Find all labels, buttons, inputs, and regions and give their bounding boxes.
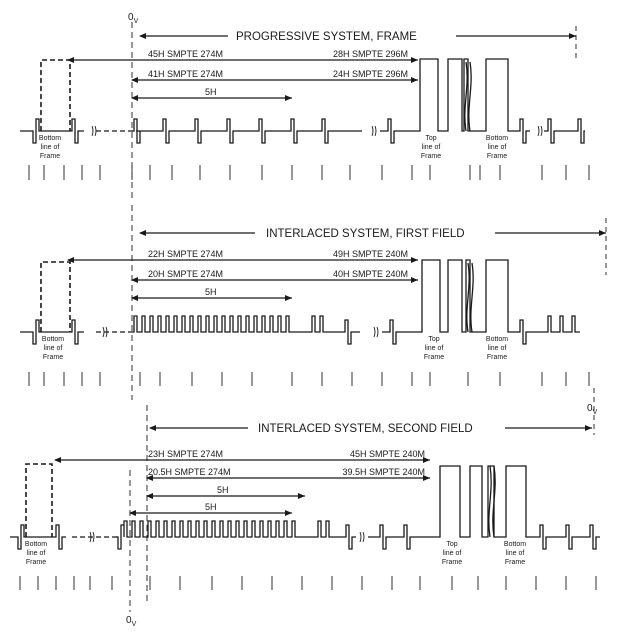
break-squiggle (466, 262, 470, 333)
origin-sub: V (593, 409, 598, 416)
break-squiggle (470, 262, 474, 333)
sync-waveform-main (132, 118, 362, 144)
span-label-5h: 5H (205, 502, 217, 512)
break-mark (94, 125, 97, 137)
frame-line-label: line of (506, 550, 525, 557)
break-mark (105, 326, 108, 338)
break-mark (92, 531, 95, 543)
frame-line-label: Bottom (486, 336, 508, 343)
bottom-line-dashed-pulse (40, 261, 71, 332)
panel-title: INTERLACED SYSTEM, FIRST FIELD (266, 228, 465, 240)
frame-line-label: Frame (40, 153, 60, 160)
origin-label-0v: 0V (587, 403, 598, 416)
break-mark (371, 125, 374, 137)
sync-waveform-pre (20, 118, 84, 144)
break-mark (374, 125, 377, 137)
sync-waveform-pre (10, 524, 66, 550)
frame-line-label: Bottom (504, 541, 526, 548)
sync-waveform-tail (544, 118, 585, 144)
break-mark (91, 125, 94, 137)
sync-waveform-mid (300, 315, 360, 345)
span-label-left: 20H SMPTE 274M (148, 269, 223, 279)
frame-line-label: line of (488, 345, 507, 352)
frame-line-label: Top (428, 336, 439, 343)
break-mark (359, 531, 362, 543)
frame-line-label: Frame (421, 153, 441, 160)
break-squiggle (492, 465, 496, 538)
frame-line-label: line of (422, 144, 441, 151)
frame-line-label: Frame (424, 354, 444, 361)
bottom-line-dashed-pulse (40, 59, 71, 131)
sync-waveform-post (382, 259, 580, 345)
frame-line-label: line of (27, 550, 46, 557)
break-mark (89, 531, 92, 543)
break-squiggle (488, 465, 492, 538)
sync-waveform-mid (306, 520, 356, 550)
frame-line-label: Frame (487, 153, 507, 160)
span-label-right: 24H SMPTE 296M (333, 69, 408, 79)
frame-line-label: Bottom (39, 135, 61, 142)
origin-label-0v-bottom: 0V (126, 615, 137, 628)
break-mark (373, 326, 376, 338)
break-squiggle (464, 61, 468, 132)
frame-line-label: Frame (442, 559, 462, 566)
frame-line-label: Bottom (25, 541, 47, 548)
origin-label-0v: 0V (128, 12, 139, 25)
frame-line-label: Frame (487, 354, 507, 361)
origin-sub: V (132, 621, 137, 628)
origin-sub: V (134, 18, 139, 25)
frame-line-label: line of (443, 550, 462, 557)
equalizing-pulses (132, 315, 300, 333)
span-label-left: 22H SMPTE 274M (148, 249, 223, 259)
break-squiggle (468, 61, 472, 132)
span-label-right: 45H SMPTE 240M (350, 449, 425, 459)
break-mark (102, 326, 105, 338)
frame-line-label: line of (41, 144, 60, 151)
sync-waveform-pre (20, 319, 84, 345)
panel-title: PROGRESSIVE SYSTEM, FRAME (236, 31, 417, 43)
break-mark (376, 326, 379, 338)
frame-line-label: Frame (43, 354, 63, 361)
frame-line-label: Top (425, 135, 436, 142)
span-label-left: 45H SMPTE 274M (148, 49, 223, 59)
frame-line-label: Frame (26, 559, 46, 566)
span-label-5h: 5H (205, 87, 217, 97)
span-label-right: 39.5H SMPTE 240M (342, 467, 425, 477)
bottom-line-dashed-pulse (25, 463, 53, 537)
frame-line-label: line of (425, 345, 444, 352)
span-label-left: 23H SMPTE 274M (148, 449, 223, 459)
frame-line-label: Bottom (486, 135, 508, 142)
panel-title: INTERLACED SYSTEM, SECOND FIELD (258, 423, 473, 435)
span-label-left: 41H SMPTE 274M (148, 69, 223, 79)
span-label-right: 28H SMPTE 296M (333, 49, 408, 59)
span-label-left: 20.5H SMPTE 274M (148, 467, 231, 477)
frame-line-label: line of (44, 345, 63, 352)
break-mark (540, 125, 543, 137)
sync-waveform-post (380, 58, 530, 144)
frame-line-label: Frame (505, 559, 525, 566)
equalizing-pulses (116, 520, 306, 550)
span-label-right: 40H SMPTE 240M (333, 269, 408, 279)
span-label-5h: 5H (217, 485, 229, 495)
frame-line-label: Top (446, 541, 457, 548)
break-mark (362, 531, 365, 543)
break-mark (537, 125, 540, 137)
frame-line-label: Bottom (42, 336, 64, 343)
frame-line-label: line of (488, 144, 507, 151)
span-label-right: 49H SMPTE 240M (333, 249, 408, 259)
span-label-5h: 5H (205, 287, 217, 297)
